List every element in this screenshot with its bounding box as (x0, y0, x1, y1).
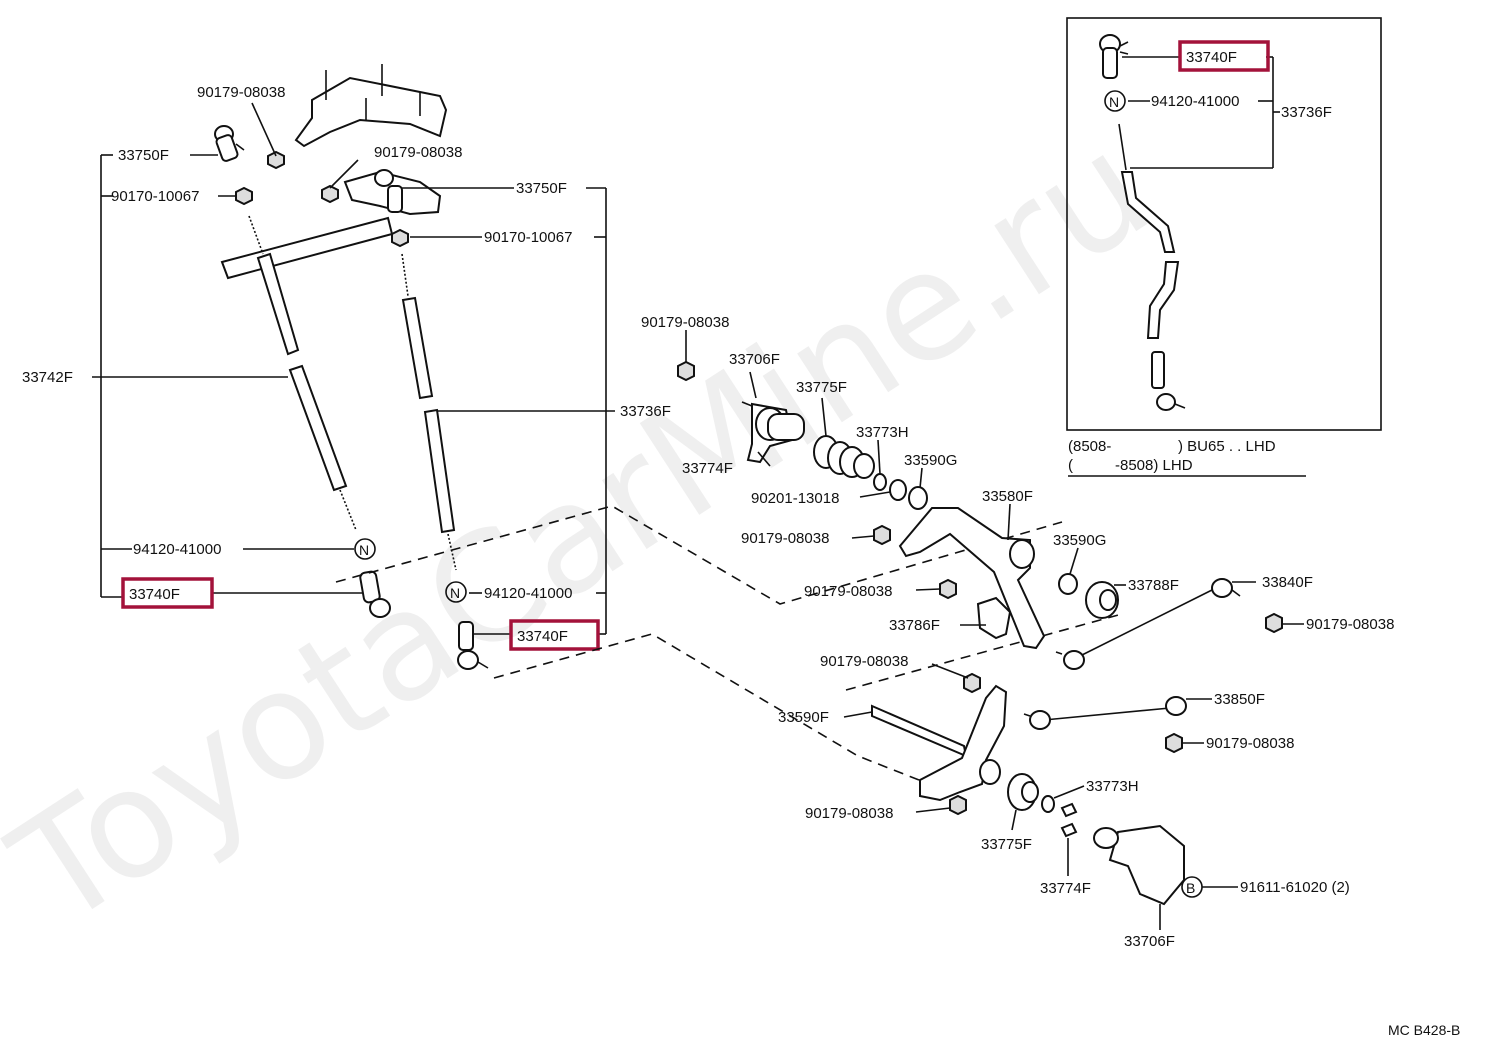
label-91611: 91611-61020 (2) (1240, 879, 1350, 896)
diagram-code: MC B428-B (1388, 1022, 1460, 1038)
label-33788: 33788F (1128, 577, 1179, 594)
label-33774-top: 33774F (682, 460, 733, 477)
dashed-link-upper (335, 505, 1063, 605)
svg-text:N: N (359, 542, 369, 558)
svg-text:N: N (450, 585, 460, 601)
inset-nut-n-icon: N (1104, 90, 1126, 112)
nut-icon (235, 186, 253, 206)
cushion-33788 (1085, 581, 1119, 619)
nut-icon (391, 228, 409, 248)
nut-icon (267, 150, 285, 170)
cross-shaft (220, 216, 394, 280)
label-33580: 33580F (982, 488, 1033, 505)
shift-rod-33736: N (401, 253, 489, 670)
boot-33775-bottom (1007, 773, 1039, 811)
highlight-33740-left (121, 577, 214, 609)
ball-joint-right-top (374, 169, 403, 213)
label-33740-mid: 33740F (517, 628, 568, 645)
inset-panel: N 33740F 94120-41000 33736F (1066, 17, 1382, 431)
svg-text:-8508) LHD: -8508) LHD (1115, 457, 1193, 474)
nut-icon (1265, 612, 1283, 634)
label-33590g-1: 33590G (904, 452, 957, 469)
nut-icon (1165, 732, 1183, 754)
label-90179-r1: 90179-08038 (1306, 616, 1394, 633)
nut-icon (949, 794, 967, 816)
inset-ball-joint-top (1099, 34, 1129, 79)
ring-33773-bottom (1041, 795, 1055, 813)
lever-33590f (871, 684, 1008, 802)
label-90179-top: 90179-08038 (197, 84, 285, 101)
lever-33580 (898, 507, 1046, 650)
boot-33775-top (813, 435, 875, 479)
label-33786: 33786F (889, 617, 940, 634)
svg-text:(8508-: (8508- (1068, 438, 1111, 455)
label-33740-left: 33740F (129, 586, 180, 603)
control-rod-33850 (1023, 696, 1187, 730)
ring-33773-top (873, 473, 887, 491)
label-33590g-2: 33590G (1053, 532, 1106, 549)
label-33850: 33850F (1214, 691, 1265, 708)
nut-icon (677, 360, 695, 382)
label-90179-c5: 90179-08038 (805, 805, 893, 822)
label-33774-bottom: 33774F (1040, 880, 1091, 897)
label-90179-c1: 90179-08038 (641, 314, 729, 331)
label-90170-left: 90170-10067 (111, 188, 199, 205)
inset-bent-rod (1118, 123, 1186, 411)
label-90179-r2: 90179-08038 (1206, 735, 1294, 752)
label-33775-bottom: 33775F (981, 836, 1032, 853)
highlight-33740-mid (509, 619, 600, 651)
svg-text:N: N (1109, 94, 1119, 110)
bushing-33590g-right (1058, 573, 1078, 595)
control-rod-33840 (1055, 578, 1241, 670)
label-33750-left: 33750F (118, 147, 169, 164)
label-90179-c4: 90179-08038 (820, 653, 908, 670)
nut-icon (963, 672, 981, 694)
label-33750-right: 33750F (516, 180, 567, 197)
label-33706-bottom: 33706F (1124, 933, 1175, 950)
label-33773-top: 33773H (856, 424, 909, 441)
clip-33774-bottom (1060, 802, 1078, 838)
applicability-note: (8508- ) BU65 . . LHD ( -8508) LHD (1068, 438, 1306, 477)
watermark: ToyotaCarMine.ru (0, 101, 1179, 961)
nut-icon (873, 524, 891, 546)
label-33736-mid: 33736F (620, 403, 671, 420)
housing-33706-top (741, 401, 805, 464)
inset-highlight-box (1178, 40, 1270, 72)
label-inset-33736: 33736F (1281, 104, 1332, 121)
label-94120-mid: 94120-41000 (484, 585, 572, 602)
svg-text:(: ( (1068, 457, 1073, 474)
label-inset-94120: 94120-41000 (1151, 93, 1239, 110)
ball-joint-left-top (214, 125, 245, 162)
label-33775-top: 33775F (796, 379, 847, 396)
washer-90201 (889, 479, 907, 501)
label-90201: 90201-13018 (751, 490, 839, 507)
label-94120-left: 94120-41000 (133, 541, 221, 558)
label-33706-top: 33706F (729, 351, 780, 368)
label-90179-c2: 90179-08038 (741, 530, 829, 547)
label-33742: 33742F (22, 369, 73, 386)
nut-icon (939, 578, 957, 600)
label-inset-33740: 33740F (1186, 49, 1237, 66)
label-33773-bottom: 33773H (1086, 778, 1139, 795)
label-90170-right: 90170-10067 (484, 229, 572, 246)
bracket-33786 (976, 596, 1012, 640)
svg-text:) BU65 . . LHD: ) BU65 . . LHD (1178, 438, 1276, 455)
label-90179-mid: 90179-08038 (374, 144, 462, 161)
bushing-33590g-top (908, 486, 928, 510)
label-33840: 33840F (1262, 574, 1313, 591)
housing-33706-bottom (1093, 824, 1185, 906)
shift-bracket (294, 64, 448, 216)
label-33590f: 33590F (778, 709, 829, 726)
svg-text:B: B (1186, 880, 1195, 896)
shift-rod-33742: N (248, 215, 391, 618)
nut-icon (321, 184, 339, 204)
label-90179-c3: 90179-08038 (804, 583, 892, 600)
dashed-link-right (845, 613, 1123, 691)
